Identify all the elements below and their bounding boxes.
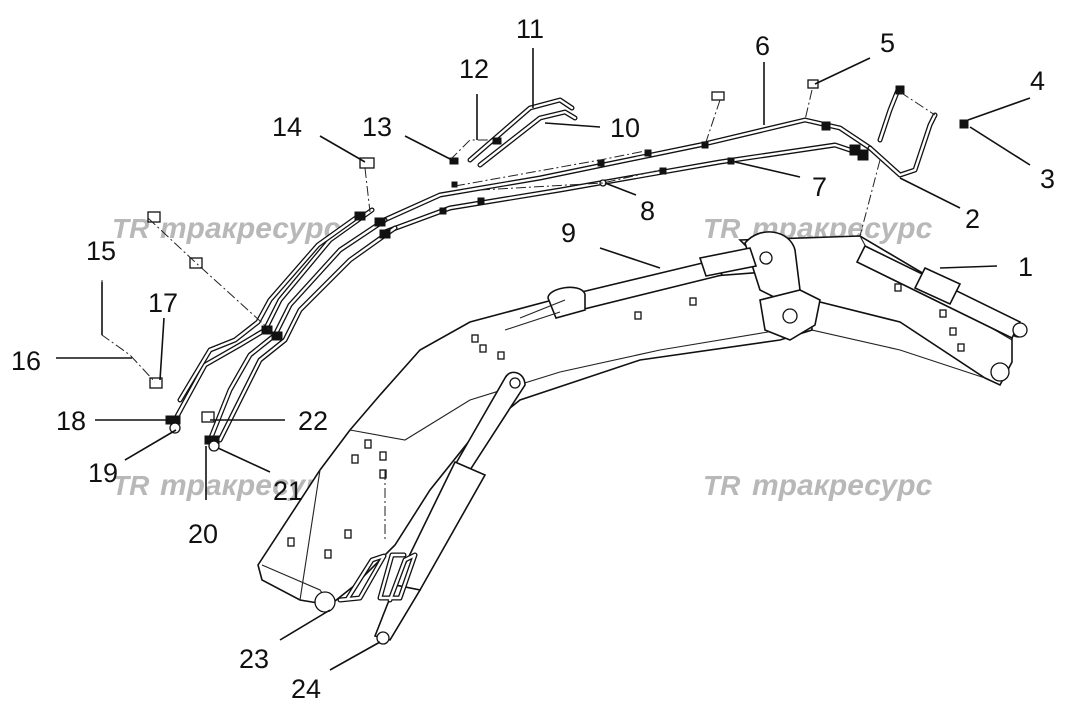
fittings (147, 79, 969, 452)
leader-lines (56, 48, 1031, 671)
boom-bolts (287, 283, 965, 559)
watermark-logo: TR (112, 470, 150, 501)
callout-12: 12 (459, 54, 489, 84)
callout-16: 16 (11, 346, 41, 376)
callout-22: 22 (298, 406, 328, 436)
watermark-logo: TR (703, 470, 741, 501)
callout-7: 7 (812, 172, 827, 202)
callout-8: 8 (640, 196, 655, 226)
callout-10: 10 (610, 113, 640, 143)
callout-21: 21 (273, 476, 303, 506)
hydraulic-lines (147, 79, 969, 452)
callout-18: 18 (56, 406, 86, 436)
callout-labels: 1 2 3 4 5 6 7 8 9 10 11 12 13 14 15 16 1… (11, 14, 1055, 704)
elbow-pin (782, 308, 798, 324)
callout-9: 9 (561, 218, 576, 248)
callout-3: 3 (1040, 164, 1055, 194)
watermark-text: тракресурс (752, 469, 933, 502)
boom-tip-pin (314, 591, 336, 613)
bucket-cylinder (337, 371, 526, 645)
watermark-logo: TR (703, 213, 741, 244)
callout-15: 15 (86, 236, 116, 266)
boom-assembly (257, 231, 1026, 613)
callout-23: 23 (239, 644, 269, 674)
arm-cylinder (504, 247, 758, 331)
callout-4: 4 (1030, 66, 1045, 96)
watermark-text: тракресурс (160, 212, 341, 245)
boom-cylinder (855, 244, 1028, 340)
watermark-top-left: TR тракресурс (112, 212, 341, 245)
watermark-bottom-right: TR тракресурс (703, 469, 933, 502)
callout-11: 11 (516, 14, 544, 44)
hose-2 (867, 112, 938, 178)
callout-17: 17 (148, 288, 178, 318)
callout-2: 2 (965, 204, 980, 234)
callout-24: 24 (291, 674, 321, 704)
callout-20: 20 (188, 519, 218, 549)
callout-1: 1 (1018, 252, 1033, 282)
callout-6: 6 (755, 31, 770, 61)
foot-pin-lower (990, 362, 1010, 382)
callout-13: 13 (362, 112, 392, 142)
pivot-pin (759, 251, 773, 265)
watermark-logo: TR (112, 213, 150, 244)
callout-14: 14 (272, 112, 302, 142)
callout-19: 19 (88, 458, 118, 488)
boom-main-section (257, 271, 813, 606)
callout-5: 5 (880, 28, 895, 58)
assembly-centerlines (101, 89, 936, 540)
